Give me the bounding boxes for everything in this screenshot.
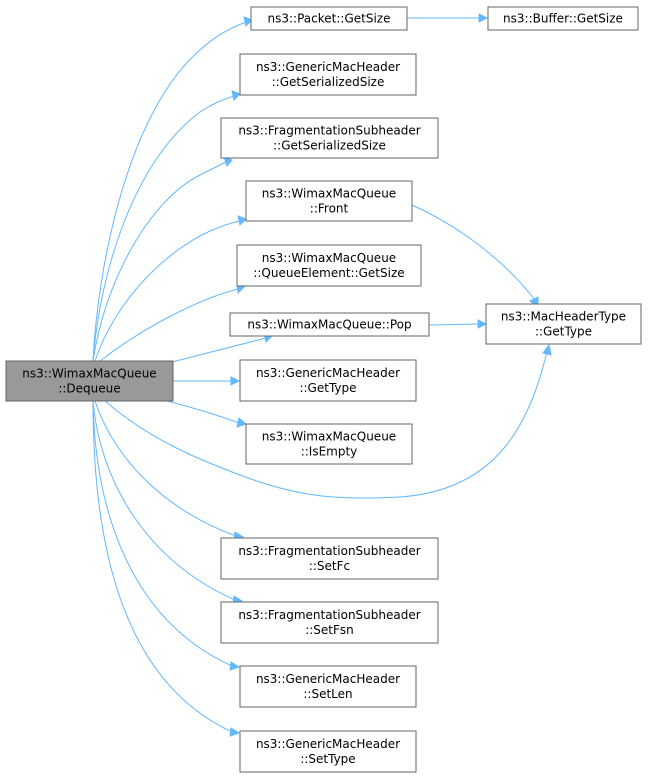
edge-dequeue-fs-getserializedsize [92, 156, 233, 362]
call-nodes: ns3::WimaxMacQueue::Dequeue ns3::Packet::… [5, 6, 642, 773]
node-label-line: ns3::Buffer::GetSize [503, 12, 623, 26]
edge-packet-buffer-getsize [407, 13, 489, 23]
node-box [245, 423, 413, 465]
node-isempty[interactable]: ns3::WimaxMacQueue::IsEmpty [245, 423, 413, 465]
edge-dequeue-settype [92, 400, 241, 737]
node-setlen[interactable]: ns3::GenericMacHeader::SetLen [239, 665, 417, 708]
node-label-line: ::SetType [300, 752, 355, 766]
node-label-line: ::SetFc [309, 559, 350, 573]
node-label-line: ::Front [310, 202, 349, 216]
node-label-line: ::Dequeue [58, 382, 120, 396]
node-box [239, 665, 417, 708]
node-label-line: ns3::MacHeaderType [501, 310, 626, 324]
node-label-line: ::GetType [535, 325, 592, 339]
node-dequeue[interactable]: ns3::WimaxMacQueue::Dequeue [5, 360, 174, 402]
node-label-line: ns3::WimaxMacQueue [22, 367, 156, 381]
node-label-line: ns3::WimaxMacQueue [262, 251, 396, 265]
node-label-line: ns3::WimaxMacQueue [262, 187, 396, 201]
node-label-line: ns3::GenericMacHeader [256, 366, 400, 380]
node-mht-gettype[interactable]: ns3::MacHeaderType::GetType [485, 303, 642, 345]
node-box [5, 360, 174, 402]
node-label-line: ns3::FragmentationSubheader [238, 608, 420, 622]
node-packet-getsize[interactable]: ns3::Packet::GetSize [250, 6, 408, 31]
node-label-line: ns3::GenericMacHeader [256, 672, 400, 686]
node-setfc[interactable]: ns3::FragmentationSubheader::SetFc [220, 537, 439, 580]
node-box [485, 303, 642, 345]
node-box [239, 359, 417, 402]
edge-pop-mht-gettype [428, 319, 488, 329]
node-box [220, 537, 439, 580]
node-setfsn[interactable]: ns3::FragmentationSubheader::SetFsn [220, 601, 439, 644]
node-qe-getsize[interactable]: ns3::WimaxMacQueue::QueueElement::GetSiz… [236, 244, 422, 287]
node-box [487, 6, 639, 31]
edge-dequeue-qe-getsize [99, 283, 246, 362]
node-label-line: ns3::FragmentationSubheader [238, 544, 420, 558]
node-label-line: ::SetFsn [305, 623, 354, 637]
node-box [229, 312, 430, 337]
node-box [239, 730, 417, 773]
edge-dequeue-pop [171, 332, 273, 363]
node-box [239, 53, 417, 96]
node-label-line: ::GetSerializedSize [273, 139, 386, 153]
node-gmh-gettype[interactable]: ns3::GenericMacHeader::GetType [239, 359, 417, 402]
node-label-line: ns3::Packet::GetSize [268, 12, 391, 26]
edge-dequeue-packet-getsize [92, 16, 253, 362]
node-label-line: ::GetType [299, 381, 356, 395]
node-front[interactable]: ns3::WimaxMacQueue::Front [245, 180, 413, 222]
node-label-line: ::GetSerializedSize [272, 75, 385, 89]
edge-dequeue-front [94, 215, 247, 362]
node-pop[interactable]: ns3::WimaxMacQueue::Pop [229, 312, 430, 337]
node-box [220, 601, 439, 644]
edge-dequeue-gmh-getserializedsize [92, 90, 241, 362]
node-label-line: ns3::FragmentationSubheader [238, 124, 420, 138]
node-label-line: ns3::GenericMacHeader [256, 60, 400, 74]
node-box [236, 244, 422, 287]
node-label-line: ns3::GenericMacHeader [256, 737, 400, 751]
node-fs-getserializedsize[interactable]: ns3::FragmentationSubheader::GetSerializ… [220, 117, 439, 159]
node-gmh-getserializedsize[interactable]: ns3::GenericMacHeader::GetSerializedSize [239, 53, 417, 96]
call-edges [92, 13, 552, 737]
node-box [250, 6, 408, 31]
edge-dequeue-mht-gettype [104, 343, 552, 499]
node-label-line: ns3::WimaxMacQueue [262, 430, 396, 444]
node-label-line: ns3::WimaxMacQueue::Pop [247, 318, 411, 332]
node-box [245, 180, 413, 222]
node-label-line: ::SetLen [303, 687, 352, 701]
edge-dequeue-gmh-gettype [173, 376, 241, 386]
edge-dequeue-setfc [94, 400, 245, 541]
node-settype[interactable]: ns3::GenericMacHeader::SetType [239, 730, 417, 773]
node-label-line: ::QueueElement::GetSize [253, 266, 404, 280]
edge-dequeue-setfsn [92, 400, 244, 605]
node-buffer-getsize[interactable]: ns3::Buffer::GetSize [487, 6, 639, 31]
edge-dequeue-isempty [166, 400, 247, 428]
node-box [220, 117, 439, 159]
node-label-line: ::IsEmpty [301, 445, 358, 459]
edge-dequeue-setlen [92, 400, 241, 671]
